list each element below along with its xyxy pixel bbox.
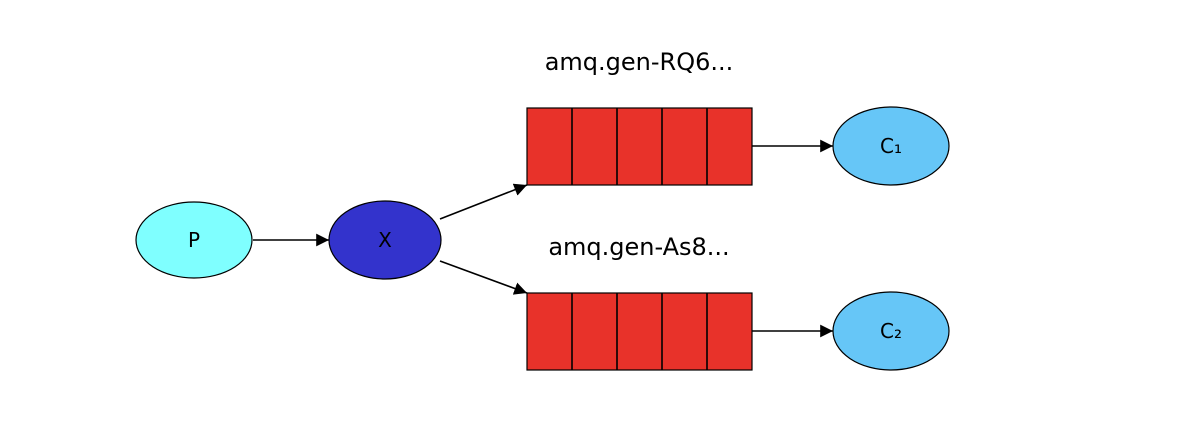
consumer2-label: C₂ — [880, 319, 902, 343]
consumer1-label: C₁ — [880, 134, 902, 158]
queue1: amq.gen-RQ6... — [526, 48, 753, 186]
queue2: amq.gen-As8... — [526, 233, 753, 371]
queue2-label: amq.gen-As8... — [548, 233, 729, 261]
queue1-box — [526, 107, 753, 186]
edge-exchange-queue1 — [439, 183, 528, 220]
queue2-box — [526, 292, 753, 371]
consumer2-node: C₂ — [832, 291, 950, 371]
exchange-label: X — [378, 228, 392, 252]
consumer1-ellipse — [832, 106, 950, 186]
producer-ellipse — [135, 201, 253, 279]
exchange-node: X — [328, 200, 442, 280]
consumer2-ellipse — [832, 291, 950, 371]
queue1-label: amq.gen-RQ6... — [545, 48, 734, 76]
exchange-ellipse — [328, 200, 442, 280]
edge-exchange-queue2 — [439, 260, 528, 295]
producer-label: P — [188, 228, 200, 252]
consumer1-node: C₁ — [832, 106, 950, 186]
producer-node: P — [135, 201, 253, 279]
